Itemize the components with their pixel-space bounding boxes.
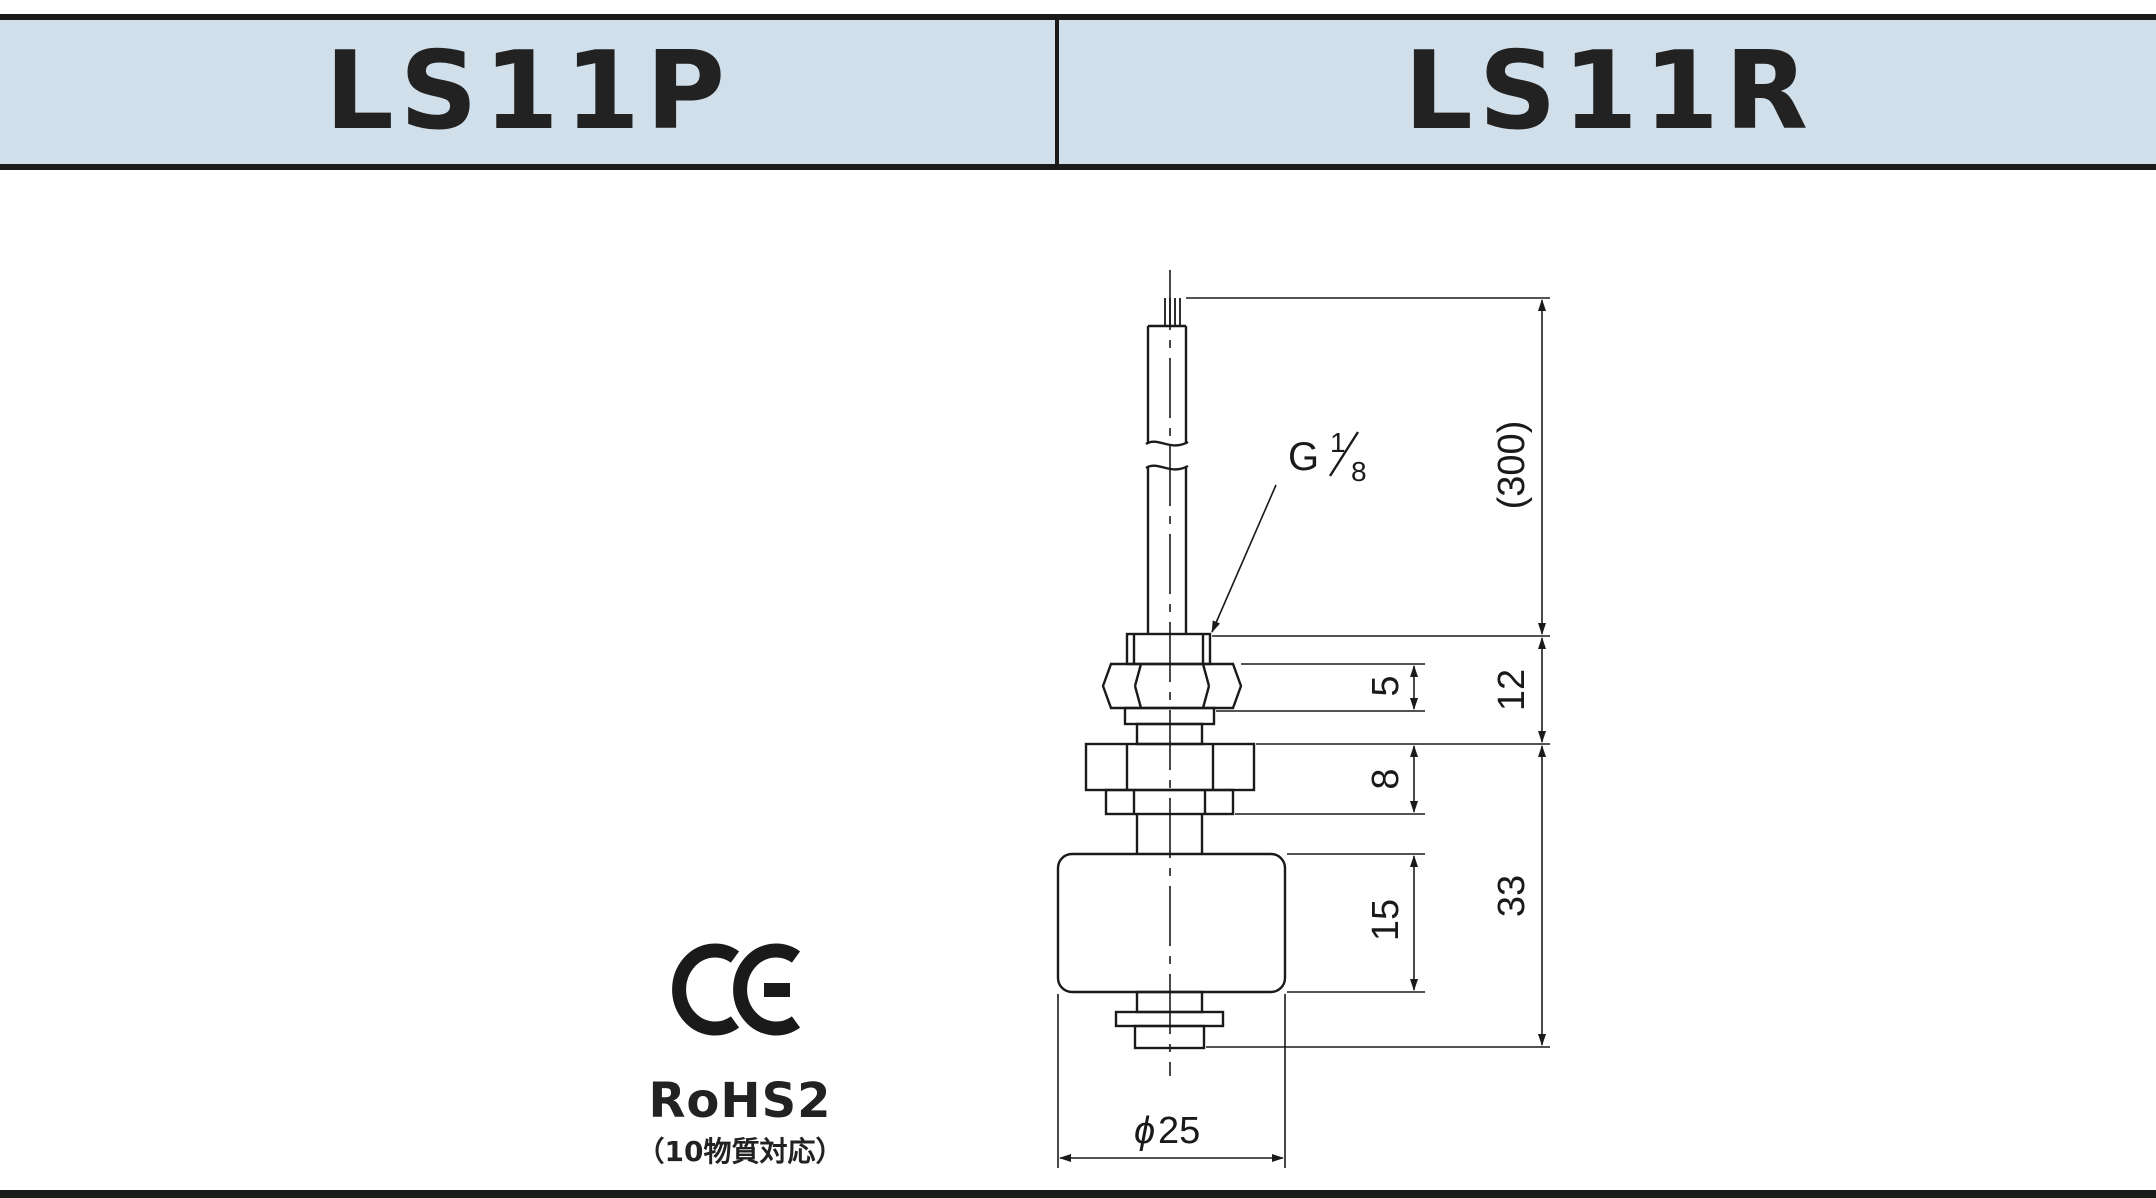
extension-lines	[1057, 297, 1550, 1168]
model-title-ls11r: LS11R	[1403, 29, 1815, 154]
header-divider	[1055, 20, 1059, 164]
bottom-rule	[0, 1190, 2156, 1198]
model-header: LS11P LS11R	[0, 14, 2156, 170]
dimension-labels: (300) 5 12 8 15 33 ϕ 25	[1134, 421, 1533, 1152]
dimension-lines	[1059, 299, 1546, 1162]
dim-lower-length: 33	[1491, 875, 1533, 917]
fitting-cap	[1125, 632, 1212, 666]
dim-nut-height: 5	[1365, 675, 1407, 696]
rohs-label: RoHS2	[648, 1073, 832, 1129]
dim-float-height: 15	[1365, 899, 1407, 941]
dim-fitting-height: 12	[1491, 669, 1533, 711]
ce-mark-logo	[672, 943, 801, 1036]
dim-collar-height: 8	[1365, 768, 1407, 789]
cable	[1145, 324, 1189, 634]
rohs-note: （10物質対応）	[636, 1135, 844, 1168]
thread-prefix: G	[1288, 435, 1319, 479]
float-body	[1056, 852, 1287, 994]
phi-symbol: ϕ	[1134, 1110, 1155, 1152]
hex-nut	[1101, 662, 1243, 710]
model-title-ls11p: LS11P	[324, 29, 732, 154]
thread-label: G 1 8	[1288, 427, 1367, 487]
float-switch-outline	[1056, 298, 1287, 1050]
dim-float-diameter: 25	[1158, 1110, 1200, 1152]
thread-numerator: 1	[1330, 427, 1346, 458]
thread-fraction-bar	[1328, 431, 1360, 477]
dim-cable-length: (300)	[1491, 421, 1533, 510]
thread-denominator: 8	[1351, 456, 1367, 487]
wire-strands	[1164, 298, 1181, 326]
